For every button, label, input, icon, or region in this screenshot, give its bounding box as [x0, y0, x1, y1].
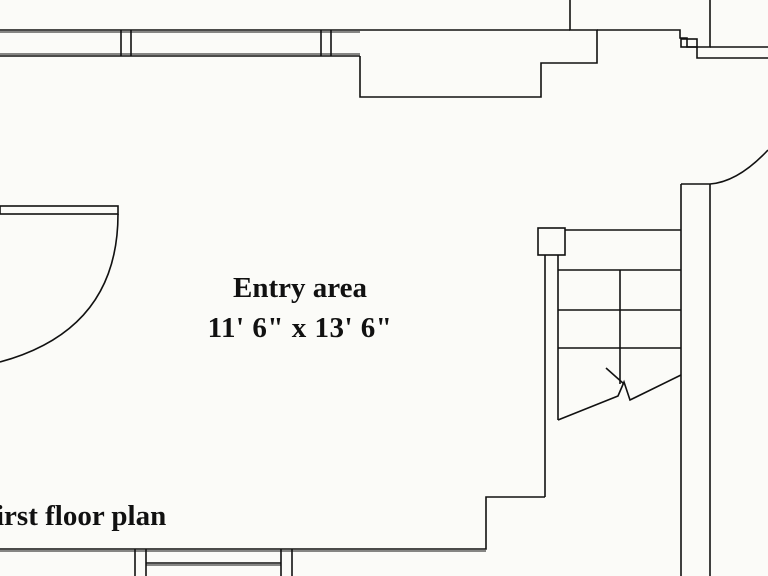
- top-window: [120, 30, 332, 56]
- room-dimensions-label: 11' 6" x 13' 6": [207, 312, 393, 344]
- lower-wall: [0, 496, 545, 550]
- left-door: [0, 205, 119, 363]
- top-wall: [0, 29, 570, 57]
- right-door-swing: [709, 149, 768, 185]
- room-name-label: Entry area: [233, 272, 367, 304]
- top-right-wall-outline: [359, 0, 598, 98]
- bottom-window: [134, 549, 293, 576]
- staircase: [537, 227, 682, 497]
- floor-plan-title: irst floor plan: [0, 500, 167, 532]
- top-right-wall-inner: [597, 0, 711, 48]
- top-right-wall-edge: [696, 47, 768, 59]
- wall-post: [680, 38, 698, 48]
- right-wall: [680, 183, 711, 576]
